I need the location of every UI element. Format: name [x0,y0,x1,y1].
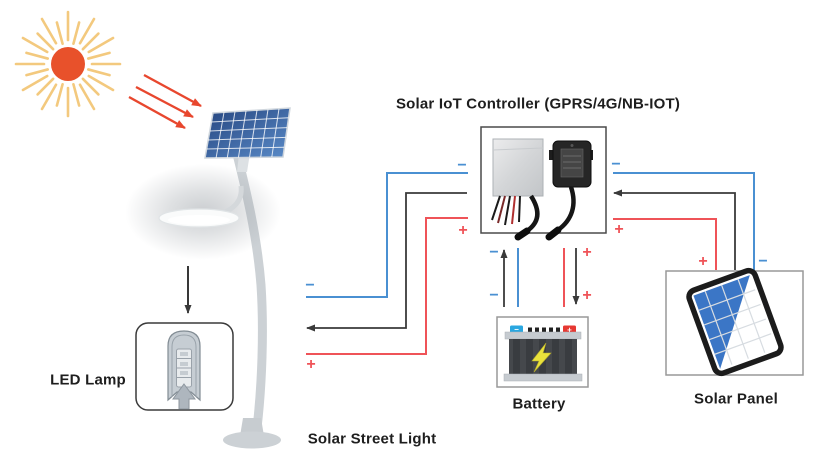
minus-marker-controller-right-negative: − [611,156,621,173]
wire-red-right [613,218,717,270]
wire-black-right [613,189,736,270]
led-lamp-label: LED Lamp [50,371,126,389]
plus-marker-battery-bottom-positive: + [582,287,592,304]
sun-icon [14,10,122,118]
minus-marker-battery-bottom-negative: − [489,287,499,304]
wire-blue-right [613,172,755,270]
sunlight-arrows [128,73,202,130]
led-lamp-frame [135,322,234,411]
battery-terminal-minus: − [514,325,519,334]
pole-base [223,431,281,449]
lamp-head [158,208,240,228]
battery-image: − + [503,325,583,382]
battery-label: Battery [512,395,566,413]
minus-marker-lamp-end-negative: − [305,277,315,294]
battery-terminal-plus: + [567,326,572,335]
pole-pedestal [240,418,264,436]
solar-panel-frame [665,267,804,377]
solar-panel-label: Solar Panel [694,390,778,408]
plus-marker-controller-right-positive: + [614,221,624,238]
wire-black-left [306,192,467,332]
controller-image [491,138,593,241]
plus-marker-lamp-end-positive: + [306,356,316,373]
pole-solar-panel [204,107,291,159]
battery-frame: − + [496,316,589,388]
solar-panel-image [686,267,784,377]
controller-frame [480,126,607,241]
street-light-caption: Solar Street Light [307,430,437,448]
minus-marker-controller-left-negative: − [457,157,467,174]
minus-marker-battery-top-negative: − [489,244,499,261]
wiring-lines [306,172,755,355]
minus-marker-panel-end-negative: − [758,253,768,270]
plus-marker-battery-top-positive: + [582,244,592,261]
controller-title: Solar IoT Controller (GPRS/4G/NB-IOT) [395,95,681,113]
street-light-illustration [125,107,291,449]
wire-red-left [306,217,468,355]
plus-marker-controller-left-positive: + [458,222,468,239]
led-lamp-image [167,330,201,410]
battery-bolt-icon [531,342,552,373]
plus-marker-panel-end-positive: + [698,253,708,270]
wire-blue-left [306,172,468,298]
lamp-arm-wedge [172,383,196,410]
